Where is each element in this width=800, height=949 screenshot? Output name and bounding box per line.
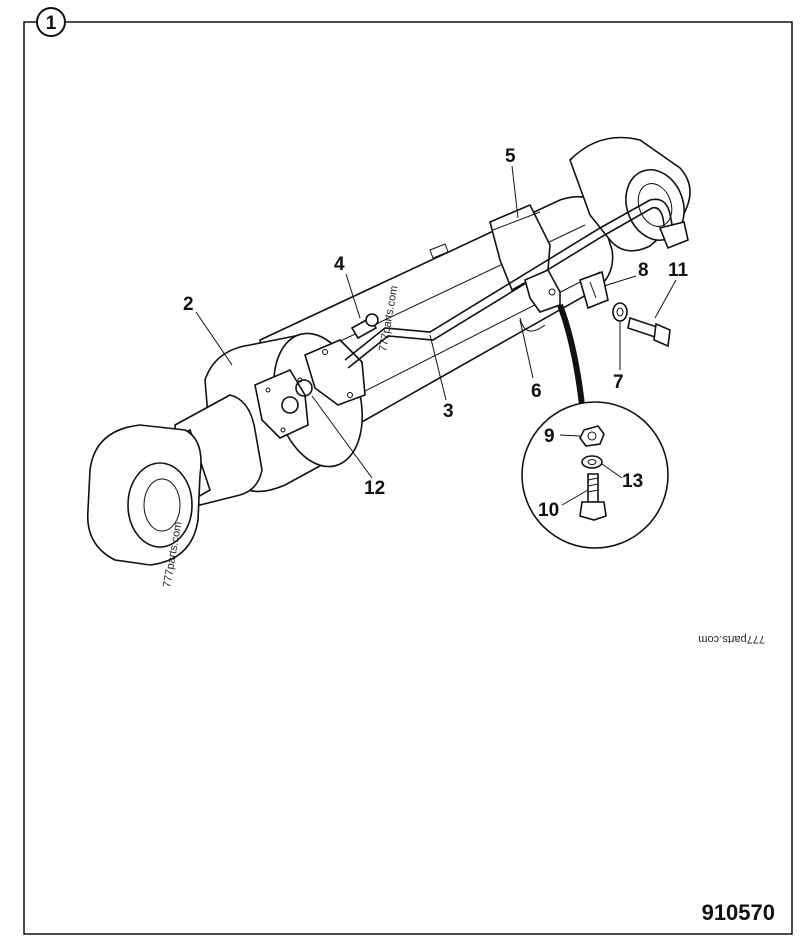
figure-number: 1 [46, 13, 57, 34]
detail-leader [557, 303, 585, 406]
callout-2: 2 [183, 294, 194, 315]
callout-12: 12 [364, 478, 385, 499]
bolt [627, 316, 671, 348]
diagram-frame [23, 21, 793, 935]
hydraulic-cylinder [86, 136, 691, 566]
callout-10: 10 [538, 500, 559, 521]
callout-7: 7 [613, 372, 624, 393]
drawing-number: 910570 [702, 900, 775, 925]
small-bolt [579, 473, 607, 521]
callout-8: 8 [638, 260, 649, 281]
clamp-block [579, 270, 609, 310]
callout-11: 11 [668, 260, 689, 281]
leader-lines [195, 165, 677, 506]
hydraulic-pipe [344, 198, 675, 361]
figure-badge: 1 [36, 7, 66, 37]
callout-9: 9 [544, 426, 555, 447]
callout-13: 13 [622, 471, 643, 492]
watermark-3: 777parts.com [698, 633, 765, 645]
o-ring [295, 379, 313, 397]
callout-3: 3 [443, 401, 454, 422]
washer [612, 302, 628, 322]
callout-5: 5 [505, 146, 516, 167]
lock-washer [581, 455, 603, 469]
callout-4: 4 [334, 254, 345, 275]
callout-6: 6 [531, 381, 542, 402]
nut [579, 425, 605, 447]
detail-view [521, 303, 669, 549]
